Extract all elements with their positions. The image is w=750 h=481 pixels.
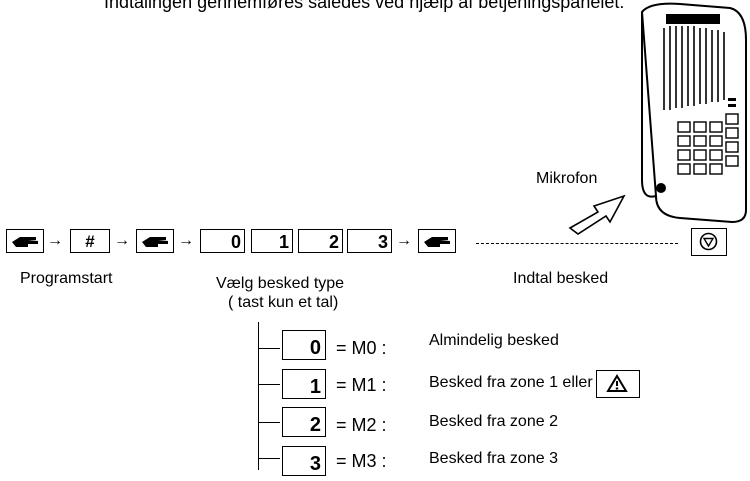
option-description-3: Besked fra zone 3 [429,450,558,467]
microphone-label: Mikrofon [536,170,598,187]
option-key-0[interactable]: 0 [282,330,326,360]
hash-key[interactable]: # [70,229,110,253]
option-key-3[interactable]: 3 [282,446,326,476]
program-start-label: Programstart [20,270,113,287]
arrow-icon: → [178,232,194,249]
choose-type-label: Vælg besked type [216,275,345,292]
keypad-device-illustration [640,2,747,224]
option-branch [258,422,280,423]
microphone-arrow-icon [568,194,626,235]
program-key[interactable] [136,229,174,253]
option-description-1: Besked fra zone 1 eller [429,374,593,391]
hand-icon [424,237,450,247]
option-description-2: Besked fra zone 2 [429,413,558,430]
option-code-0: = M0 : [336,338,387,358]
digit-key-1[interactable]: 1 [251,229,293,253]
digit-key-0[interactable]: 0 [200,229,245,253]
option-branch [258,384,280,385]
option-key-2[interactable]: 2 [282,407,326,437]
option-key-1[interactable]: 1 [282,369,326,399]
hand-icon [12,237,38,247]
option-tree-trunk [258,322,259,470]
program-key[interactable] [6,229,44,253]
recording-dashed-line [476,243,678,244]
arrow-icon: → [396,232,412,249]
stop-icon [699,232,718,251]
arrow-icon: → [114,232,130,249]
option-code-2: = M2 : [336,415,387,435]
record-message-label: Indtal besked [513,270,609,287]
option-code-1: = M1 : [336,375,387,395]
option-branch [258,348,280,349]
alarm-key[interactable] [596,370,640,398]
arrow-icon: → [47,232,63,249]
digit-key-3[interactable]: 3 [347,229,392,253]
option-code-3: = M3 : [336,451,387,471]
digit-key-2[interactable]: 2 [298,229,343,253]
alarm-icon [606,374,628,392]
header-title: Indtalingen gennemføres således ved hjæl… [104,0,625,12]
stop-key[interactable] [691,228,727,256]
hand-icon [142,237,168,247]
choose-type-hint: ( tast kun et tal) [228,294,339,311]
option-branch [258,458,280,459]
program-key[interactable] [418,229,456,253]
option-description-0: Almindelig besked [429,332,559,349]
